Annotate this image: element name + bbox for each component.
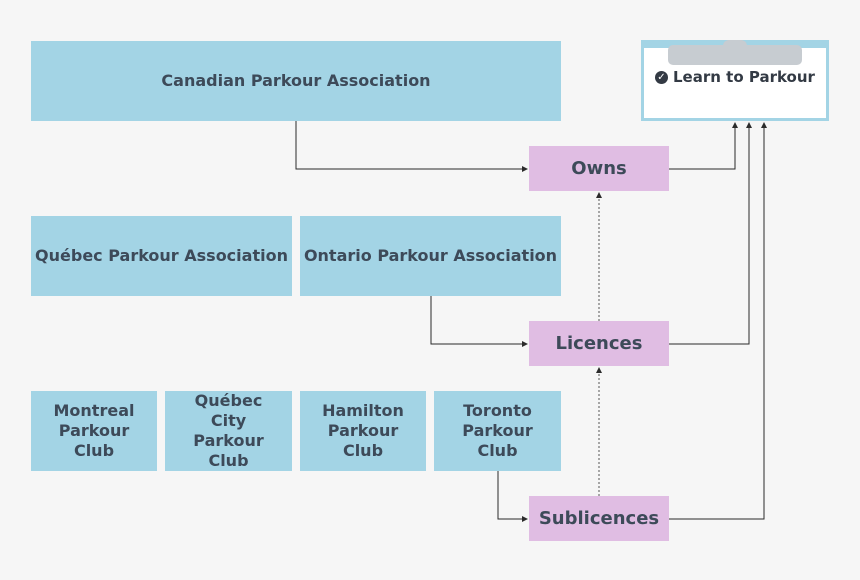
connector-licences-to-program: [669, 122, 752, 345]
check-circle-icon: ✓: [655, 70, 668, 84]
org-montreal-parkour-club: Montreal Parkour Club: [31, 391, 157, 471]
org-toronto-parkour-club: Toronto Parkour Club: [434, 391, 561, 471]
org-quebec-parkour-association: Québec Parkour Association: [31, 216, 292, 296]
relation-licences: Licences: [529, 321, 669, 366]
relation-sublicences: Sublicences: [529, 496, 669, 541]
org-quebec-city-parkour-club: Québec City Parkour Club: [165, 391, 292, 471]
relation-owns: Owns: [529, 146, 669, 191]
connector-sublicences-to-program: [669, 122, 767, 520]
clipboard-clip-knob: [723, 40, 747, 52]
clipboard-clip: [668, 45, 802, 65]
org-hamilton-parkour-club: Hamilton Parkour Club: [300, 391, 426, 471]
connector-ontario-to-licences: [430, 296, 528, 347]
connector-canadian-to-owns: [295, 121, 528, 172]
org-ontario-parkour-association: Ontario Parkour Association: [300, 216, 561, 296]
program-title-label: Learn to Parkour: [673, 68, 815, 86]
program-title: ✓ Learn to Parkour: [655, 68, 815, 86]
org-canadian-parkour-association: Canadian Parkour Association: [31, 41, 561, 121]
connector-toronto-to-sublicences: [497, 471, 528, 522]
connector-owns-to-program: [669, 122, 738, 170]
